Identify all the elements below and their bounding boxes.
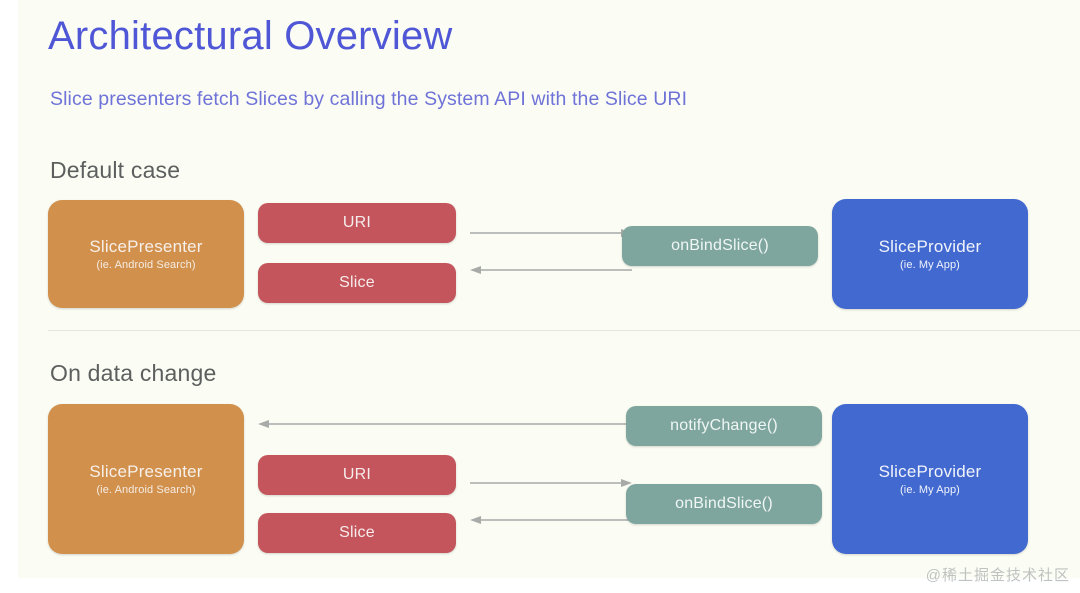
- node-subtitle: (ie. Android Search): [96, 259, 196, 272]
- default-case-slice-node: Slice: [258, 263, 456, 303]
- default-case-slice-presenter-node: SlicePresenter (ie. Android Search): [48, 200, 244, 308]
- on-data-change-slice-node: Slice: [258, 513, 456, 553]
- on-data-change-on-bind-slice-node: onBindSlice(): [626, 484, 822, 524]
- node-subtitle: (ie. My App): [900, 259, 960, 272]
- default-case-uri-node: URI: [258, 203, 456, 243]
- watermark: @稀土掘金技术社区: [925, 567, 1070, 584]
- on-data-change-arrow-onbindslice-to-slice: [470, 514, 632, 526]
- node-title: URI: [342, 213, 372, 231]
- default-case-arrow-uri-to-onbindslice: [470, 227, 632, 239]
- section-heading-on-data-change: On data change: [50, 360, 217, 386]
- node-title: onBindSlice(): [675, 494, 773, 512]
- node-title: SlicePresenter: [89, 236, 203, 256]
- node-title: Slice: [339, 523, 375, 541]
- section-divider: [48, 330, 1080, 331]
- node-title: notifyChange(): [670, 416, 778, 434]
- node-subtitle: (ie. My App): [900, 484, 960, 497]
- node-title: SlicePresenter: [89, 461, 203, 481]
- on-data-change-arrow-notifychange-to-presenter: [258, 418, 628, 430]
- on-data-change-slice-presenter-node: SlicePresenter (ie. Android Search): [48, 404, 244, 554]
- page-title: Architectural Overview: [48, 14, 453, 58]
- on-data-change-notify-change-node: notifyChange(): [626, 406, 822, 446]
- node-title: Slice: [339, 273, 375, 291]
- node-subtitle: (ie. Android Search): [96, 484, 196, 497]
- page-subtitle: Slice presenters fetch Slices by calling…: [50, 88, 688, 110]
- node-title: onBindSlice(): [671, 236, 769, 254]
- slide-canvas: Architectural Overview Slice presenters …: [18, 0, 1080, 578]
- on-data-change-arrow-uri-to-onbindslice: [470, 477, 632, 489]
- section-heading-default-case: Default case: [50, 157, 181, 183]
- default-case-arrow-onbindslice-to-slice: [470, 264, 632, 276]
- node-title: SliceProvider: [878, 236, 982, 256]
- default-case-on-bind-slice-node: onBindSlice(): [622, 226, 818, 266]
- node-title: URI: [342, 465, 372, 483]
- node-title: SliceProvider: [878, 461, 982, 481]
- on-data-change-uri-node: URI: [258, 455, 456, 495]
- default-case-slice-provider-node: SliceProvider (ie. My App): [832, 199, 1028, 309]
- on-data-change-slice-provider-node: SliceProvider (ie. My App): [832, 404, 1028, 554]
